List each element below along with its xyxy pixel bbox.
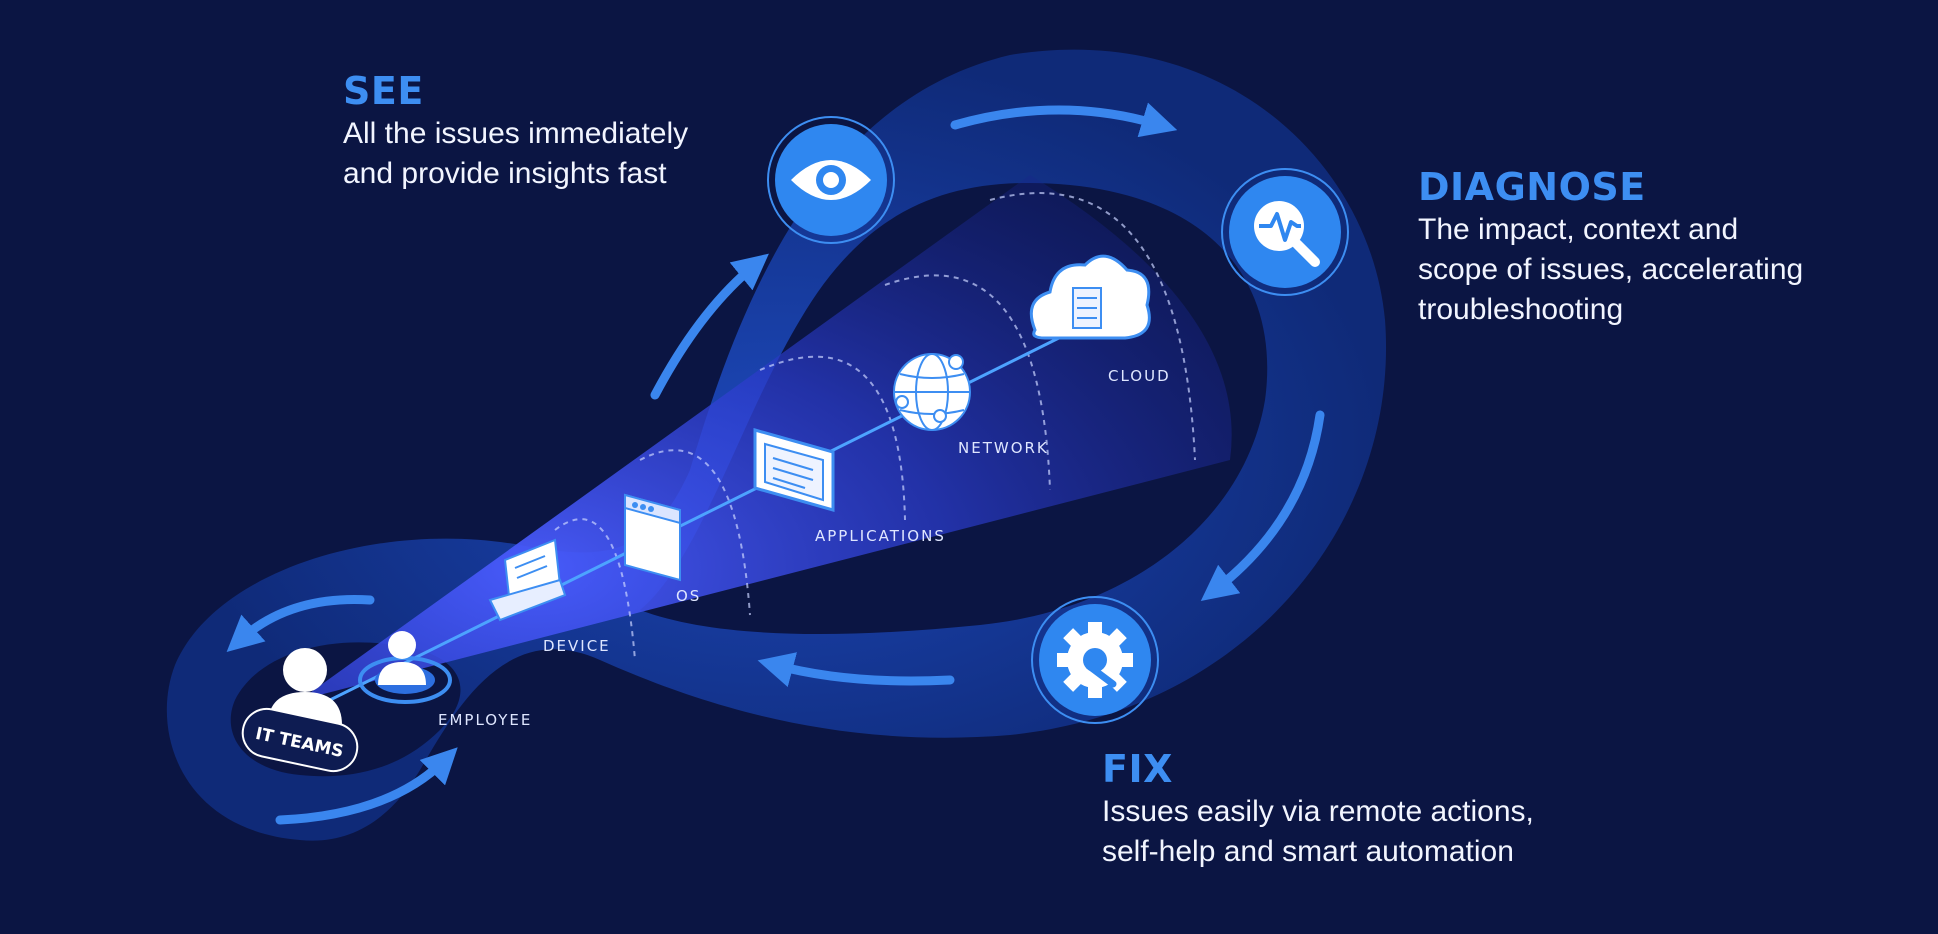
layer-label-employee: EMPLOYEE [438,711,532,729]
layer-arcs [554,192,1196,661]
fix-description-line-2: self-help and smart automation [1102,835,1514,868]
flow-arrows [226,102,1325,825]
os-window-icon [624,493,681,582]
eye-icon [791,160,871,200]
diagnose-title: DIAGNOSE [1418,165,1646,209]
see-text-block: SEE All the issues immediately and provi… [343,68,688,194]
network-globe-icon [893,353,971,431]
layer-label-network: NETWORK [958,439,1049,457]
fix-description-line-1: Issues easily via remote actions, [1102,795,1534,828]
arrow-fix-to-employee [757,652,955,688]
see-title: SEE [343,69,424,113]
layer-label-device: DEVICE [543,637,611,655]
cloud-icon [1029,254,1151,340]
laptop-icon [488,538,567,622]
arc-os [639,449,751,616]
layer-label-os: OS [676,587,701,605]
see-description-line-2: and provide insights fast [343,157,667,190]
arc-device [554,518,636,661]
applications-icon [753,428,835,512]
fix-title: FIX [1102,747,1173,791]
fix-text-block: FIX Issues easily via remote actions, se… [1102,746,1534,872]
pulse-magnifier-icon [1254,201,1320,267]
layer-label-applications: APPLICATIONS [815,527,946,545]
layer-label-cloud: CLOUD [1108,367,1171,385]
diagnose-description-line-3: troubleshooting [1418,293,1624,326]
diagnose-stage-icon [1221,168,1349,296]
it-teams-head [283,648,327,692]
diagnose-text-block: DIAGNOSE The impact, context and scope o… [1418,164,1803,330]
gear-wrench-icon [1057,622,1133,698]
diagnose-description-line-2: scope of issues, accelerating [1418,253,1804,286]
arrow-left-lower [275,747,458,825]
see-stage-icon [767,116,895,244]
arrow-see-to-diagnose [950,102,1178,138]
diagnose-description-line-1: The impact, context and [1418,213,1739,246]
arrow-diagnose-to-fix [1200,410,1325,602]
fix-stage-icon [1031,596,1159,724]
employee-icon [358,631,452,704]
arc-cloud [989,192,1196,461]
it-teams-badge: IT TEAMS [241,707,359,773]
see-description-line-1: All the issues immediately [343,117,689,150]
arrow-left-upper [226,595,375,653]
it-teams-group: IT TEAMS [241,648,359,773]
arc-network [884,274,1051,491]
arc-applications [759,355,906,521]
arrow-up-to-see [650,253,769,400]
